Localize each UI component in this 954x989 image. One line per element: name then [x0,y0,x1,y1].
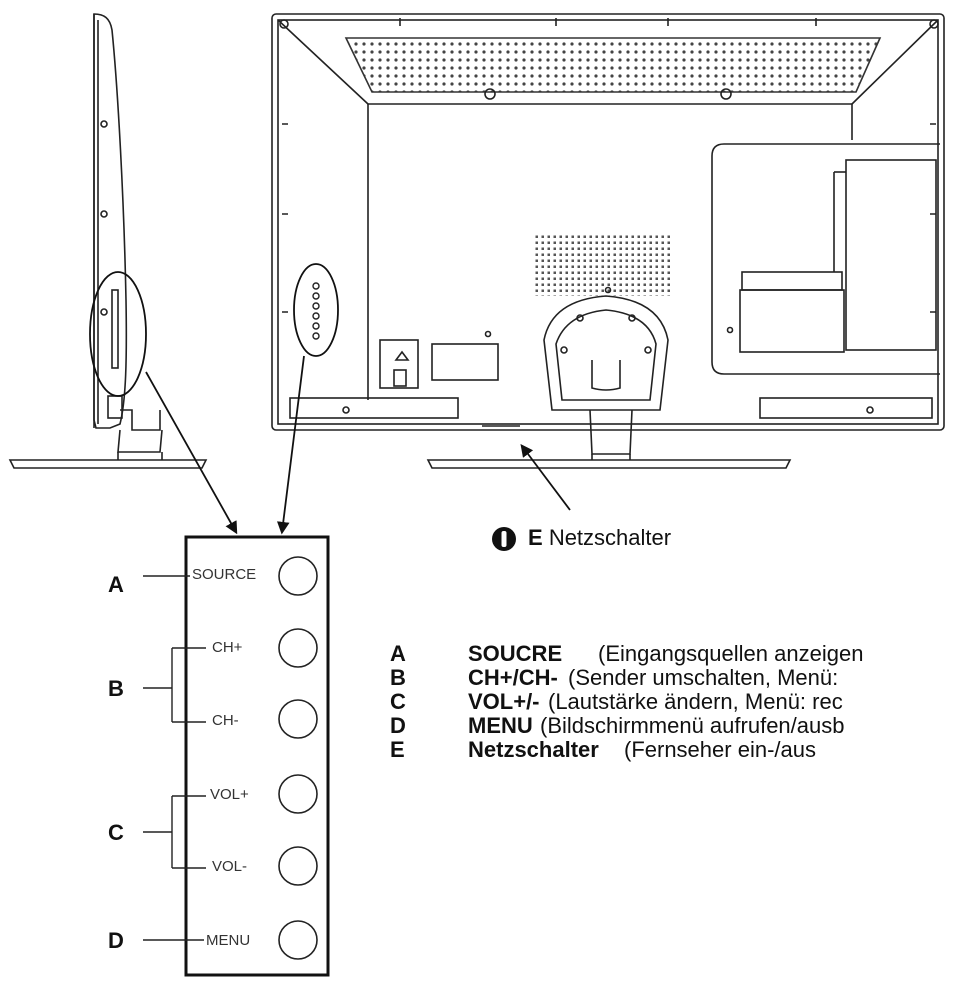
menu-button[interactable] [278,920,318,960]
leader-lines [143,575,206,941]
legend-row: A SOUCRE (Eingangsquellen anzeigen [390,642,954,666]
legend-desc: (Eingangsquellen anzeigen [598,642,864,666]
ch-plus-button[interactable] [278,628,318,668]
legend-desc: (Fernseher ein-/aus [624,737,816,762]
ch-plus-label: CH+ [212,639,243,656]
legend-row: D MENU (Bildschirmmenü aufrufen/ausb [390,714,954,738]
legend-desc: (Bildschirmmenü aufrufen/ausb [540,713,845,738]
tv-rear-view [271,13,945,469]
source-label: SOURCE [192,566,257,583]
ch-minus-label: CH- [212,712,239,729]
control-panel-box [184,535,330,977]
side-controls-highlight [89,271,147,397]
legend-row: C VOL+/- (Lautstärke ändern, Menü: rec [390,690,954,714]
power-switch-letter: E [528,525,543,550]
legend-key: C [390,689,406,714]
callout-arrows [145,355,571,535]
legend-desc: (Sender umschalten, Menü: [568,665,839,690]
button-letter-b: B [108,676,124,701]
legend-key: B [390,665,406,690]
legend-key: E [390,737,405,762]
vol-plus-button[interactable] [278,774,318,814]
legend-term: VOL+/- [468,689,540,714]
ch-minus-button[interactable] [278,699,318,739]
tv-side-view [8,13,208,469]
legend-term: CH+/CH- [468,665,558,690]
legend-row: E Netzschalter (Fernseher ein-/aus [390,738,954,762]
power-switch-text: Netzschalter [548,525,672,550]
legend: A SOUCRE (Eingangsquellen anzeigen B CH+… [390,642,954,762]
rear-controls-highlight [293,263,339,357]
power-switch-label: E Netzschalter [528,525,671,551]
legend-key: A [390,642,406,666]
legend-term: Netzschalter [468,737,599,762]
power-switch-icon [492,527,516,551]
legend-term: SOUCRE [468,642,563,666]
legend-row: B CH+/CH- (Sender umschalten, Menü: [390,666,954,690]
legend-term: MENU [468,713,533,738]
button-letter-d: D [108,928,124,953]
menu-label: MENU [206,932,251,949]
legend-desc: (Lautstärke ändern, Menü: rec [548,689,843,714]
control-buttons [278,556,318,960]
button-letter-c: C [108,820,124,845]
button-letter-a: A [108,572,124,597]
vol-minus-label: VOL- [212,858,248,875]
source-button[interactable] [278,556,318,596]
legend-key: D [390,713,406,738]
vol-minus-button[interactable] [278,846,318,886]
vol-plus-label: VOL+ [210,786,249,803]
rear-control-dots [312,282,320,340]
